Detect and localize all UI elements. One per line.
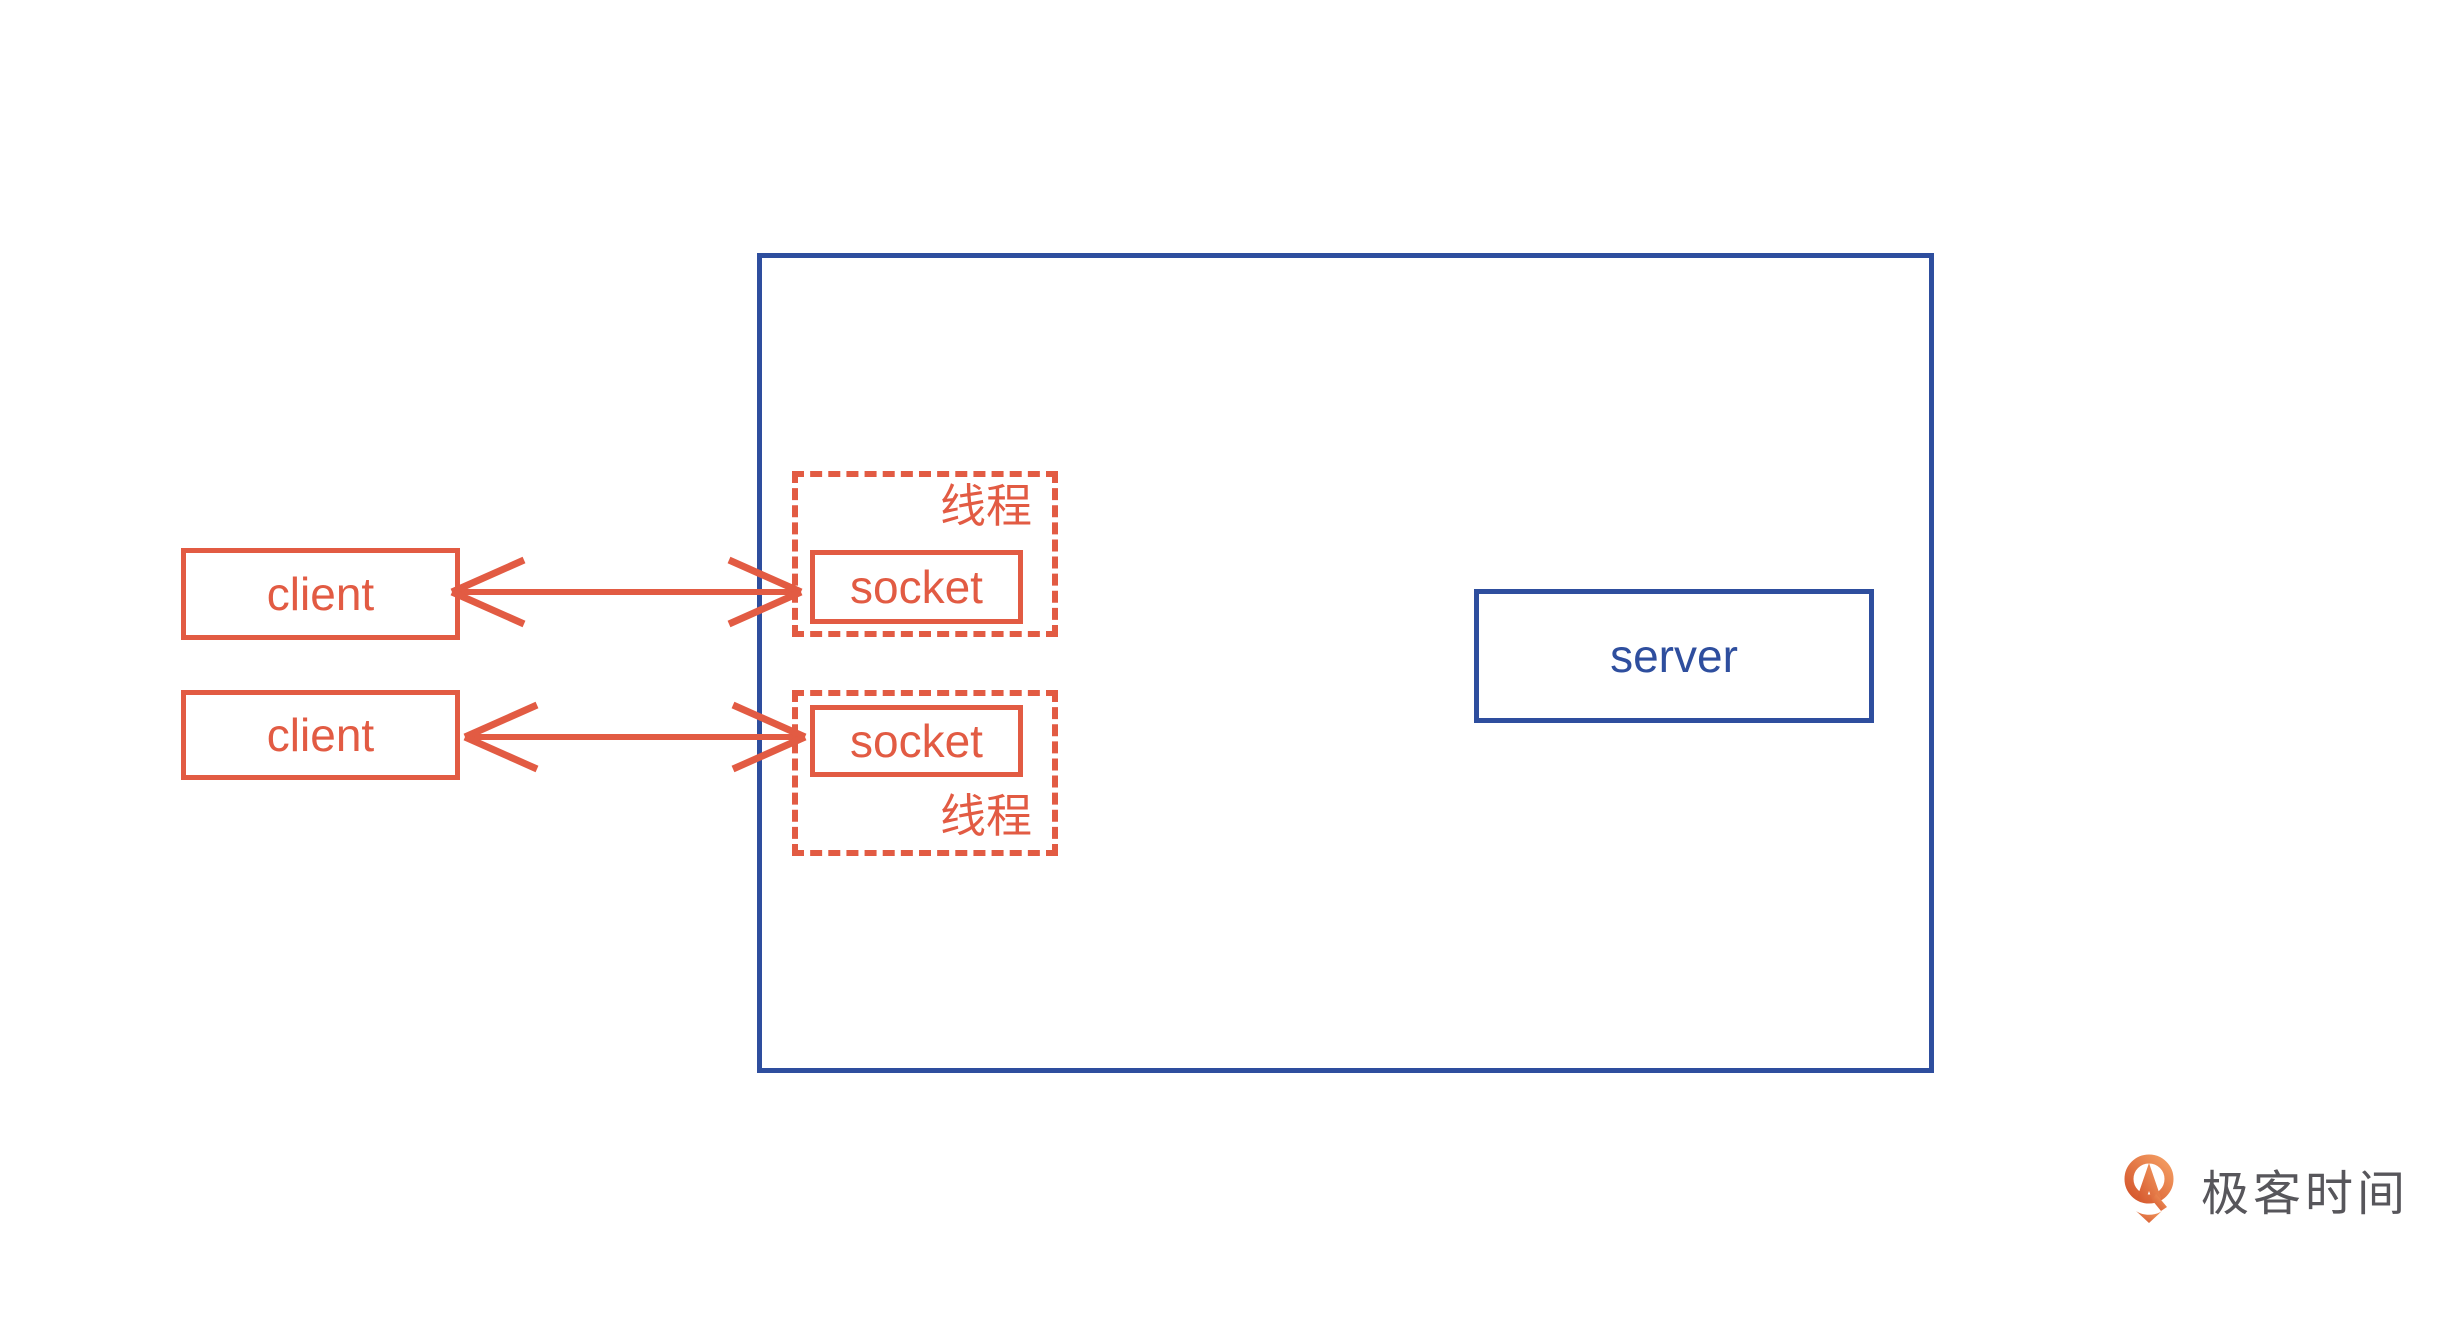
brand-logo-text: 极客时间	[2201, 1168, 2410, 1221]
socket-box-2: socket	[810, 705, 1023, 777]
socket-box-1: socket	[810, 550, 1023, 624]
thread-box-1: 线程 socket	[792, 471, 1058, 637]
brand-logo: 极客时间	[2123, 1154, 2409, 1224]
client-box-2: client	[181, 690, 460, 780]
arrow-client2-socket2	[463, 701, 807, 773]
thread-2-label: 线程	[940, 790, 1032, 843]
arrow-client1-socket1	[450, 556, 803, 628]
thread-1-label: 线程	[940, 480, 1032, 532]
socket-1-label: socket	[850, 561, 983, 613]
thread-box-2: 线程 socket	[792, 690, 1058, 856]
client-box-1: client	[181, 548, 460, 640]
socket-2-label: socket	[850, 715, 983, 767]
client-1-label: client	[266, 568, 375, 620]
server-label: server	[1610, 630, 1738, 682]
geektime-logo-icon	[2124, 1154, 2174, 1223]
server-box: server	[1474, 589, 1874, 723]
client-2-label: client	[266, 709, 375, 761]
server-boundary-box	[757, 253, 1934, 1073]
